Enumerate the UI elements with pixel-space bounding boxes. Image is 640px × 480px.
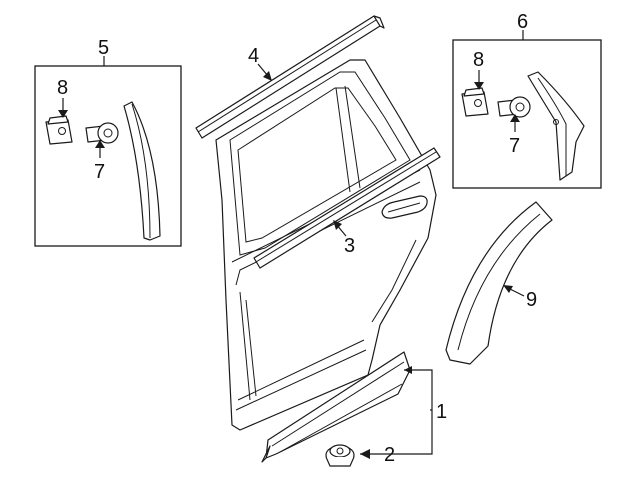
part-1-lower-moulding	[261, 351, 411, 463]
callout-8-right: 8	[473, 49, 484, 71]
rear-door	[215, 59, 437, 431]
part-2-clip	[325, 444, 355, 467]
callout-2: 2	[384, 444, 395, 466]
callout-7-left: 7	[94, 161, 105, 183]
callout-6: 6	[517, 11, 528, 33]
callout-9: 9	[526, 289, 537, 311]
callout-1: 1	[436, 401, 447, 423]
part-9-wheel-arch-moulding	[445, 201, 553, 365]
part-4-moulding	[195, 15, 385, 139]
leader-lines	[58, 30, 525, 459]
callout-4: 4	[248, 45, 259, 67]
callout-8-left: 8	[57, 77, 68, 99]
detail-box-6	[452, 39, 602, 189]
callout-5: 5	[98, 37, 109, 59]
callout-3: 3	[344, 235, 355, 257]
part-3-belt-moulding	[253, 147, 441, 269]
detail-box-5	[34, 65, 182, 247]
callout-7-right: 7	[509, 135, 520, 157]
